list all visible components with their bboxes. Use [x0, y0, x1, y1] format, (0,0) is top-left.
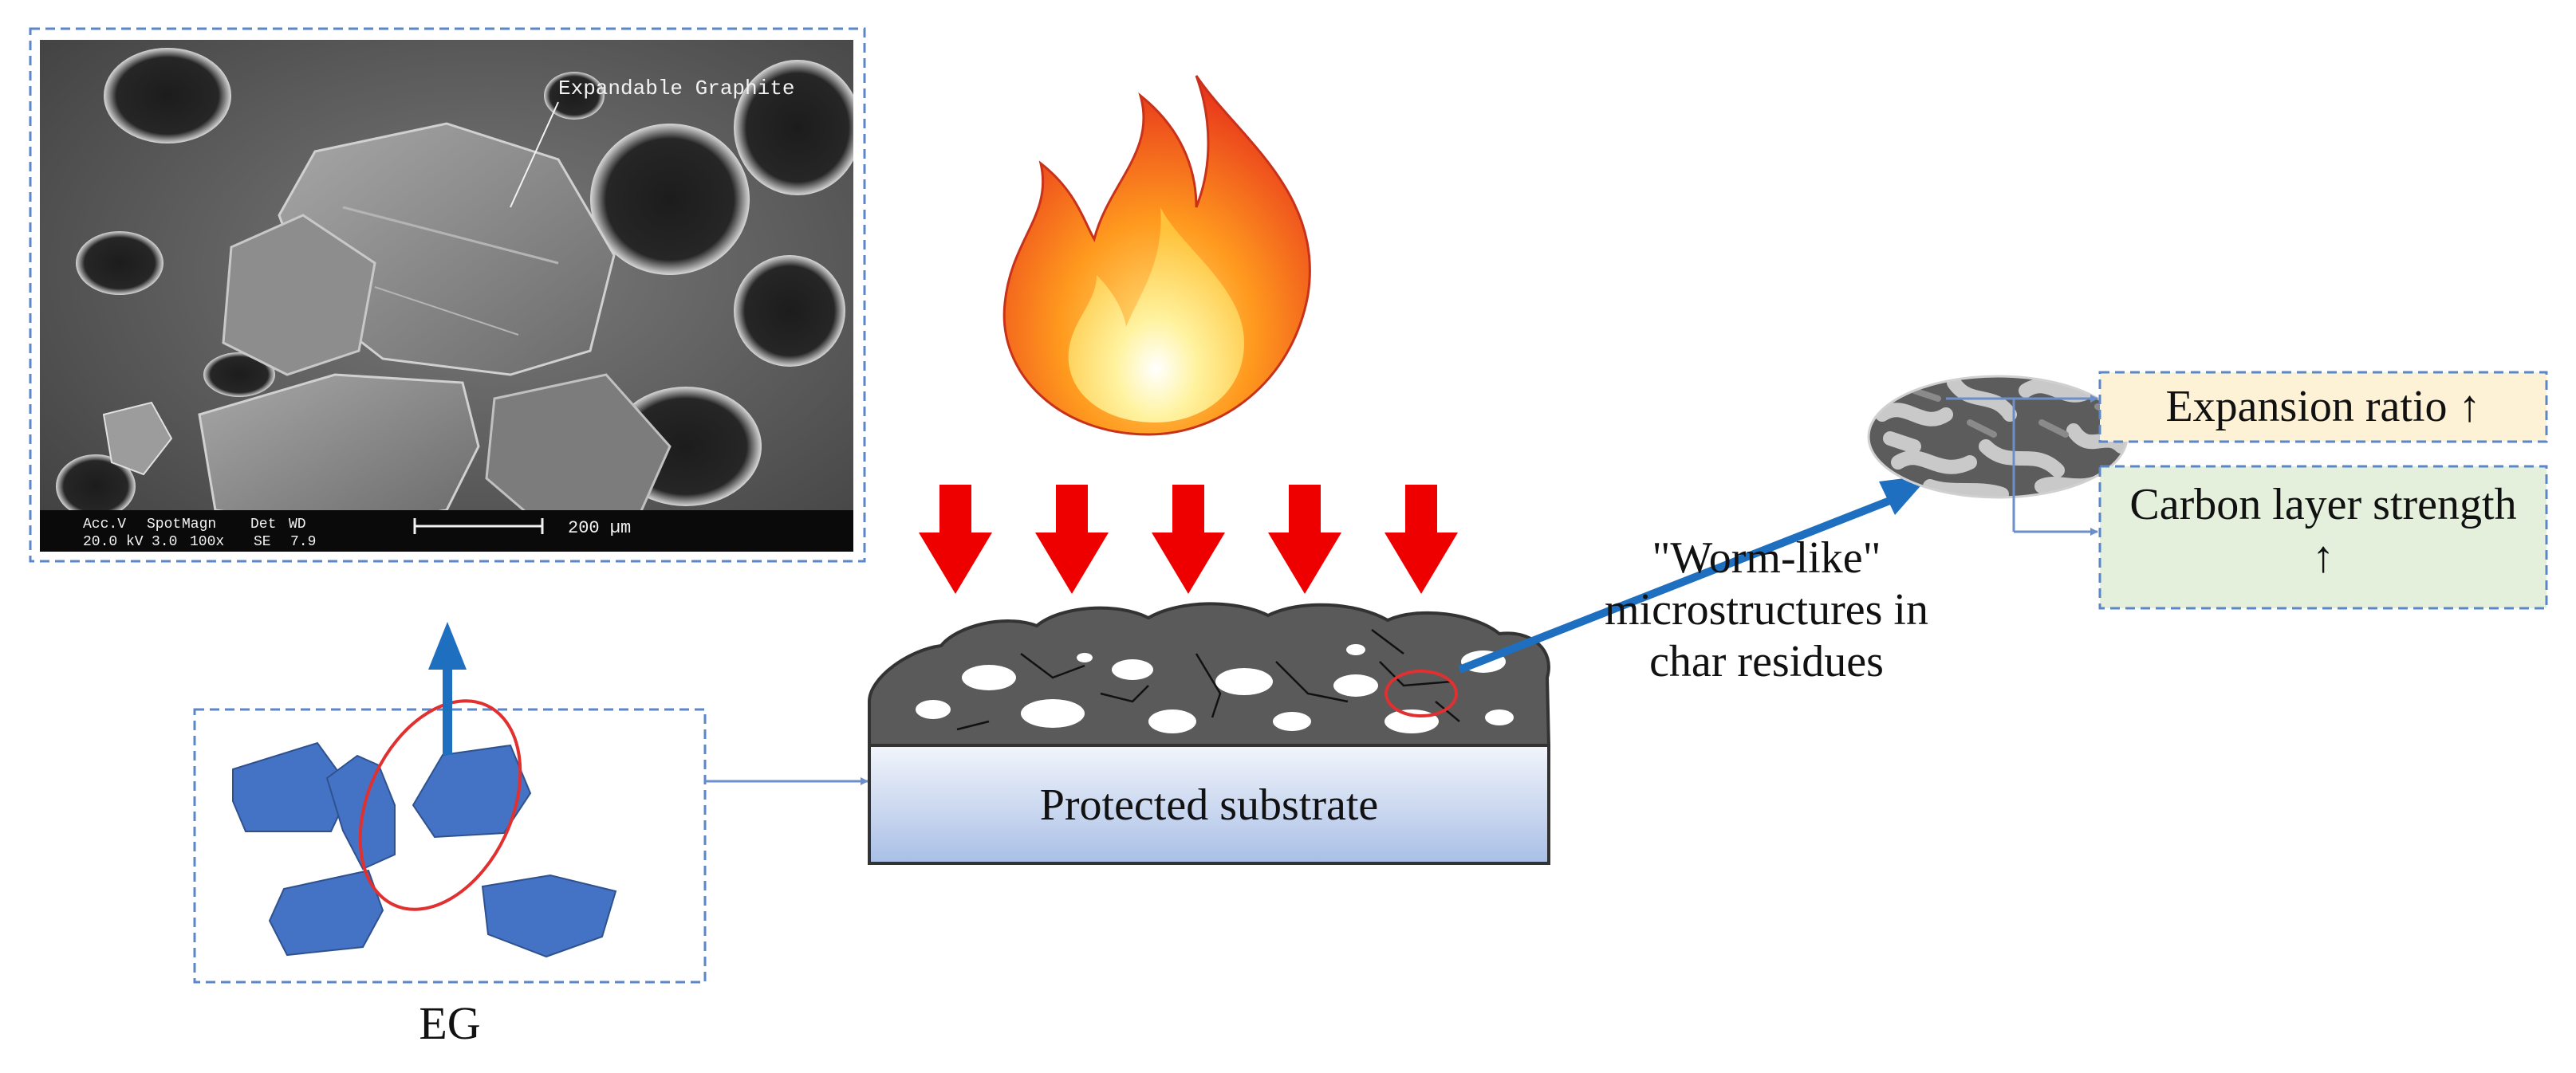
- eg-panel: [193, 699, 707, 984]
- protected-substrate: [868, 744, 1550, 865]
- sem-image-panel: Expandable Graphite Acc.V Spot Magn Det …: [29, 27, 866, 563]
- sem-info-cell: Magn: [182, 517, 216, 533]
- sem-annotation: Expandable Graphite: [558, 77, 794, 100]
- sem-scale-label: 200 µm: [568, 518, 631, 538]
- char-residue-label: "Worm-like" microstructures in char resi…: [1579, 533, 1954, 688]
- heat-arrow-icon: [1152, 485, 1225, 594]
- sem-info-cell: Spot: [147, 517, 181, 533]
- flake-crack: [374, 286, 519, 336]
- sem-info-cell: 100x: [190, 534, 224, 550]
- heat-arrow-icon: [1035, 485, 1109, 594]
- char-pore: [1215, 668, 1273, 695]
- graphite-flake: [222, 214, 376, 376]
- sem-annotation-pointer: [510, 101, 559, 208]
- char-label-line: char residues: [1649, 636, 1884, 686]
- sem-info-row-1: Acc.V Spot Magn Det WD: [83, 517, 306, 533]
- sem-info-bar: [40, 510, 853, 552]
- hexagon-flake-icon: [232, 741, 353, 832]
- sem-info-cell: 20.0 kV: [83, 534, 144, 550]
- char-pore: [916, 700, 951, 719]
- sem-info-cell: 7.9: [290, 534, 316, 550]
- outcome-branch-arrows: [1946, 395, 2098, 536]
- sem-hole: [76, 231, 163, 295]
- eg-panel-border: [193, 708, 707, 984]
- heat-arrows: [919, 485, 1458, 594]
- eg-to-sem-arrow: [428, 622, 467, 755]
- expansion-ratio-label: Expansion ratio ↑: [2165, 382, 2481, 431]
- char-pore: [1112, 659, 1153, 680]
- char-pore: [1333, 674, 1378, 697]
- sem-info-cell: Det: [250, 517, 276, 533]
- char-cracks: [956, 629, 1460, 731]
- eg-highlight-ring: [358, 699, 522, 911]
- char-pore: [962, 665, 1016, 690]
- char-pore: [1346, 644, 1365, 655]
- heat-arrow-icon: [1385, 485, 1458, 594]
- sem-hole: [734, 60, 853, 195]
- sem-hole: [104, 48, 231, 143]
- heat-arrow-icon: [919, 485, 992, 594]
- hexagon-flake-icon: [412, 744, 532, 839]
- sem-hole: [203, 352, 275, 397]
- flame-icon: [1002, 75, 1311, 436]
- carbon-layer-strength-label: Carbon layer strength ↑: [2129, 480, 2517, 583]
- hexagon-flake-icon: [268, 869, 384, 957]
- worm-like-microstructure-image: [1867, 375, 2129, 499]
- char-highlight-ring: [1385, 670, 1458, 717]
- sem-hole: [56, 454, 136, 518]
- char-layer: [868, 602, 1551, 747]
- sem-hole: [590, 124, 750, 275]
- char-pore: [1385, 709, 1439, 733]
- char-label-line: "Worm-like": [1652, 533, 1881, 583]
- sem-panel-border: [29, 27, 866, 563]
- heat-arrow-icon: [1268, 485, 1341, 594]
- char-label-line: microstructures in: [1605, 584, 1928, 635]
- char-pore: [1077, 653, 1093, 662]
- graphite-flake: [102, 401, 173, 476]
- eg-label: EG: [419, 997, 481, 1049]
- sem-info-cell: Acc.V: [83, 517, 126, 533]
- expansion-ratio-box: [2098, 371, 2548, 443]
- char-pore: [1021, 699, 1085, 728]
- hexagon-flake-icon: [325, 754, 396, 871]
- sem-hole: [544, 72, 605, 120]
- substrate-label: Protected substrate: [1039, 780, 1379, 830]
- char-pore: [1485, 709, 1514, 725]
- sem-info-cell: SE: [254, 534, 271, 550]
- sem-info-cell: 3.0: [152, 534, 177, 550]
- sem-info-row-2: 20.0 kV 3.0 100x SE 7.9: [83, 534, 316, 550]
- char-pore: [1148, 709, 1196, 733]
- hexagon-flake-icon: [481, 874, 617, 958]
- sem-hole: [734, 255, 845, 367]
- sem-info-cell: WD: [289, 517, 306, 533]
- carbon-layer-strength-box: [2098, 465, 2548, 610]
- flake-crack: [342, 206, 559, 265]
- sem-scale-bar: 200 µm: [413, 518, 631, 538]
- char-pore: [1273, 712, 1311, 731]
